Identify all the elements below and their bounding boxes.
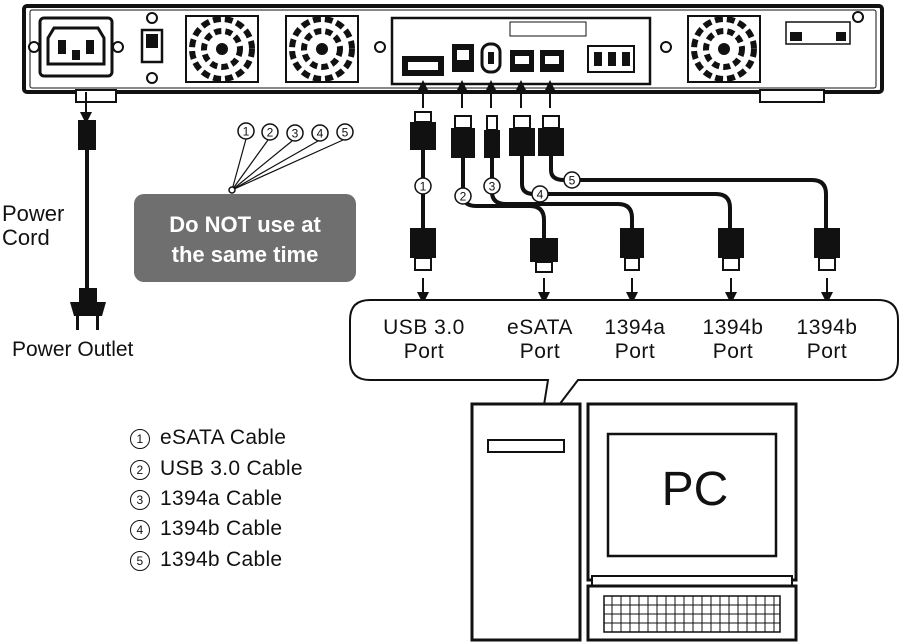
warning-marker-2: 2 <box>267 126 274 140</box>
warning-box <box>134 194 356 282</box>
fan-grille-right-icon <box>687 15 761 83</box>
power-socket-icon <box>28 16 124 78</box>
legend-number: 4 <box>130 520 150 540</box>
fan-grille-middle-icon <box>285 15 359 83</box>
legend-item: 4 1394b Cable <box>130 517 282 541</box>
legend-label: USB 3.0 Cable <box>160 457 303 480</box>
keyboard-icon <box>586 584 798 642</box>
cable-bundle <box>410 80 840 304</box>
legend-number: 1 <box>130 429 150 449</box>
legend-number: 2 <box>130 460 150 480</box>
cable-marker-5: 5 <box>569 174 576 188</box>
pc-port-label-1394b-a-line1: 1394b <box>702 316 764 339</box>
screw-icon <box>660 41 672 53</box>
legend-label: 1394b Cable <box>160 517 283 540</box>
legend-item: 5 1394b Cable <box>130 548 282 572</box>
legend-label: eSATA Cable <box>160 426 287 449</box>
legend-number: 3 <box>130 490 150 510</box>
cable-marker-1: 1 <box>420 180 427 194</box>
cable-marker-2: 2 <box>460 190 467 204</box>
power-switch-icon <box>140 12 164 84</box>
pc-port-label-1394b-a-line2: Port <box>712 340 754 363</box>
power-cord-label-line1: Power <box>2 201 65 226</box>
legend-label: 1394b Cable <box>160 548 283 571</box>
warning-markers: 1 2 3 4 5 <box>228 122 354 194</box>
warning-marker-5: 5 <box>342 126 349 140</box>
warning-marker-4: 4 <box>317 127 324 141</box>
io-port-panel <box>390 16 652 86</box>
legend-item: 1 eSATA Cable <box>130 426 286 450</box>
warning-marker-1: 1 <box>243 125 250 139</box>
legend-label: 1394a Cable <box>160 487 283 510</box>
pc-tower-icon <box>470 402 582 642</box>
legend-item: 3 1394a Cable <box>130 487 282 511</box>
pc-port-label-esata-line1: eSATA <box>507 316 573 339</box>
power-plug-icon <box>70 302 106 316</box>
warning-text-line2: the same time <box>171 242 319 267</box>
pc-port-label-1394b-b-line2: Port <box>806 340 848 363</box>
warning-marker-3: 3 <box>292 127 299 141</box>
pc-label: PC <box>661 463 729 516</box>
cable-markers: 1 2 3 4 5 <box>414 171 581 205</box>
pc-port-label-esata-line2: Port <box>519 340 561 363</box>
legend-number: 5 <box>130 551 150 571</box>
fan-grille-left-icon <box>185 15 259 83</box>
pc-port-label-usb3-line2: Port <box>403 340 445 363</box>
pc-port-label-usb3-line1: USB 3.0 <box>383 316 465 339</box>
cable-marker-3: 3 <box>489 180 496 194</box>
pc-monitor-icon <box>586 402 798 587</box>
power-cord <box>70 92 106 330</box>
cable-marker-4: 4 <box>537 188 544 202</box>
device-label-plate <box>785 11 864 45</box>
warning-text-line1: Do NOT use at <box>169 212 321 237</box>
legend-item: 2 USB 3.0 Cable <box>130 457 303 481</box>
pc-port-label-1394a-line1: 1394a <box>604 316 666 339</box>
pc-port-label-1394a-line2: Port <box>614 340 656 363</box>
screw-icon <box>374 41 386 53</box>
power-outlet-label: Power Outlet <box>12 338 134 361</box>
power-cord-label: Power Cord <box>2 202 64 250</box>
pc-port-label-1394b-b-line1: 1394b <box>796 316 858 339</box>
power-cord-label-line2: Cord <box>2 225 50 250</box>
